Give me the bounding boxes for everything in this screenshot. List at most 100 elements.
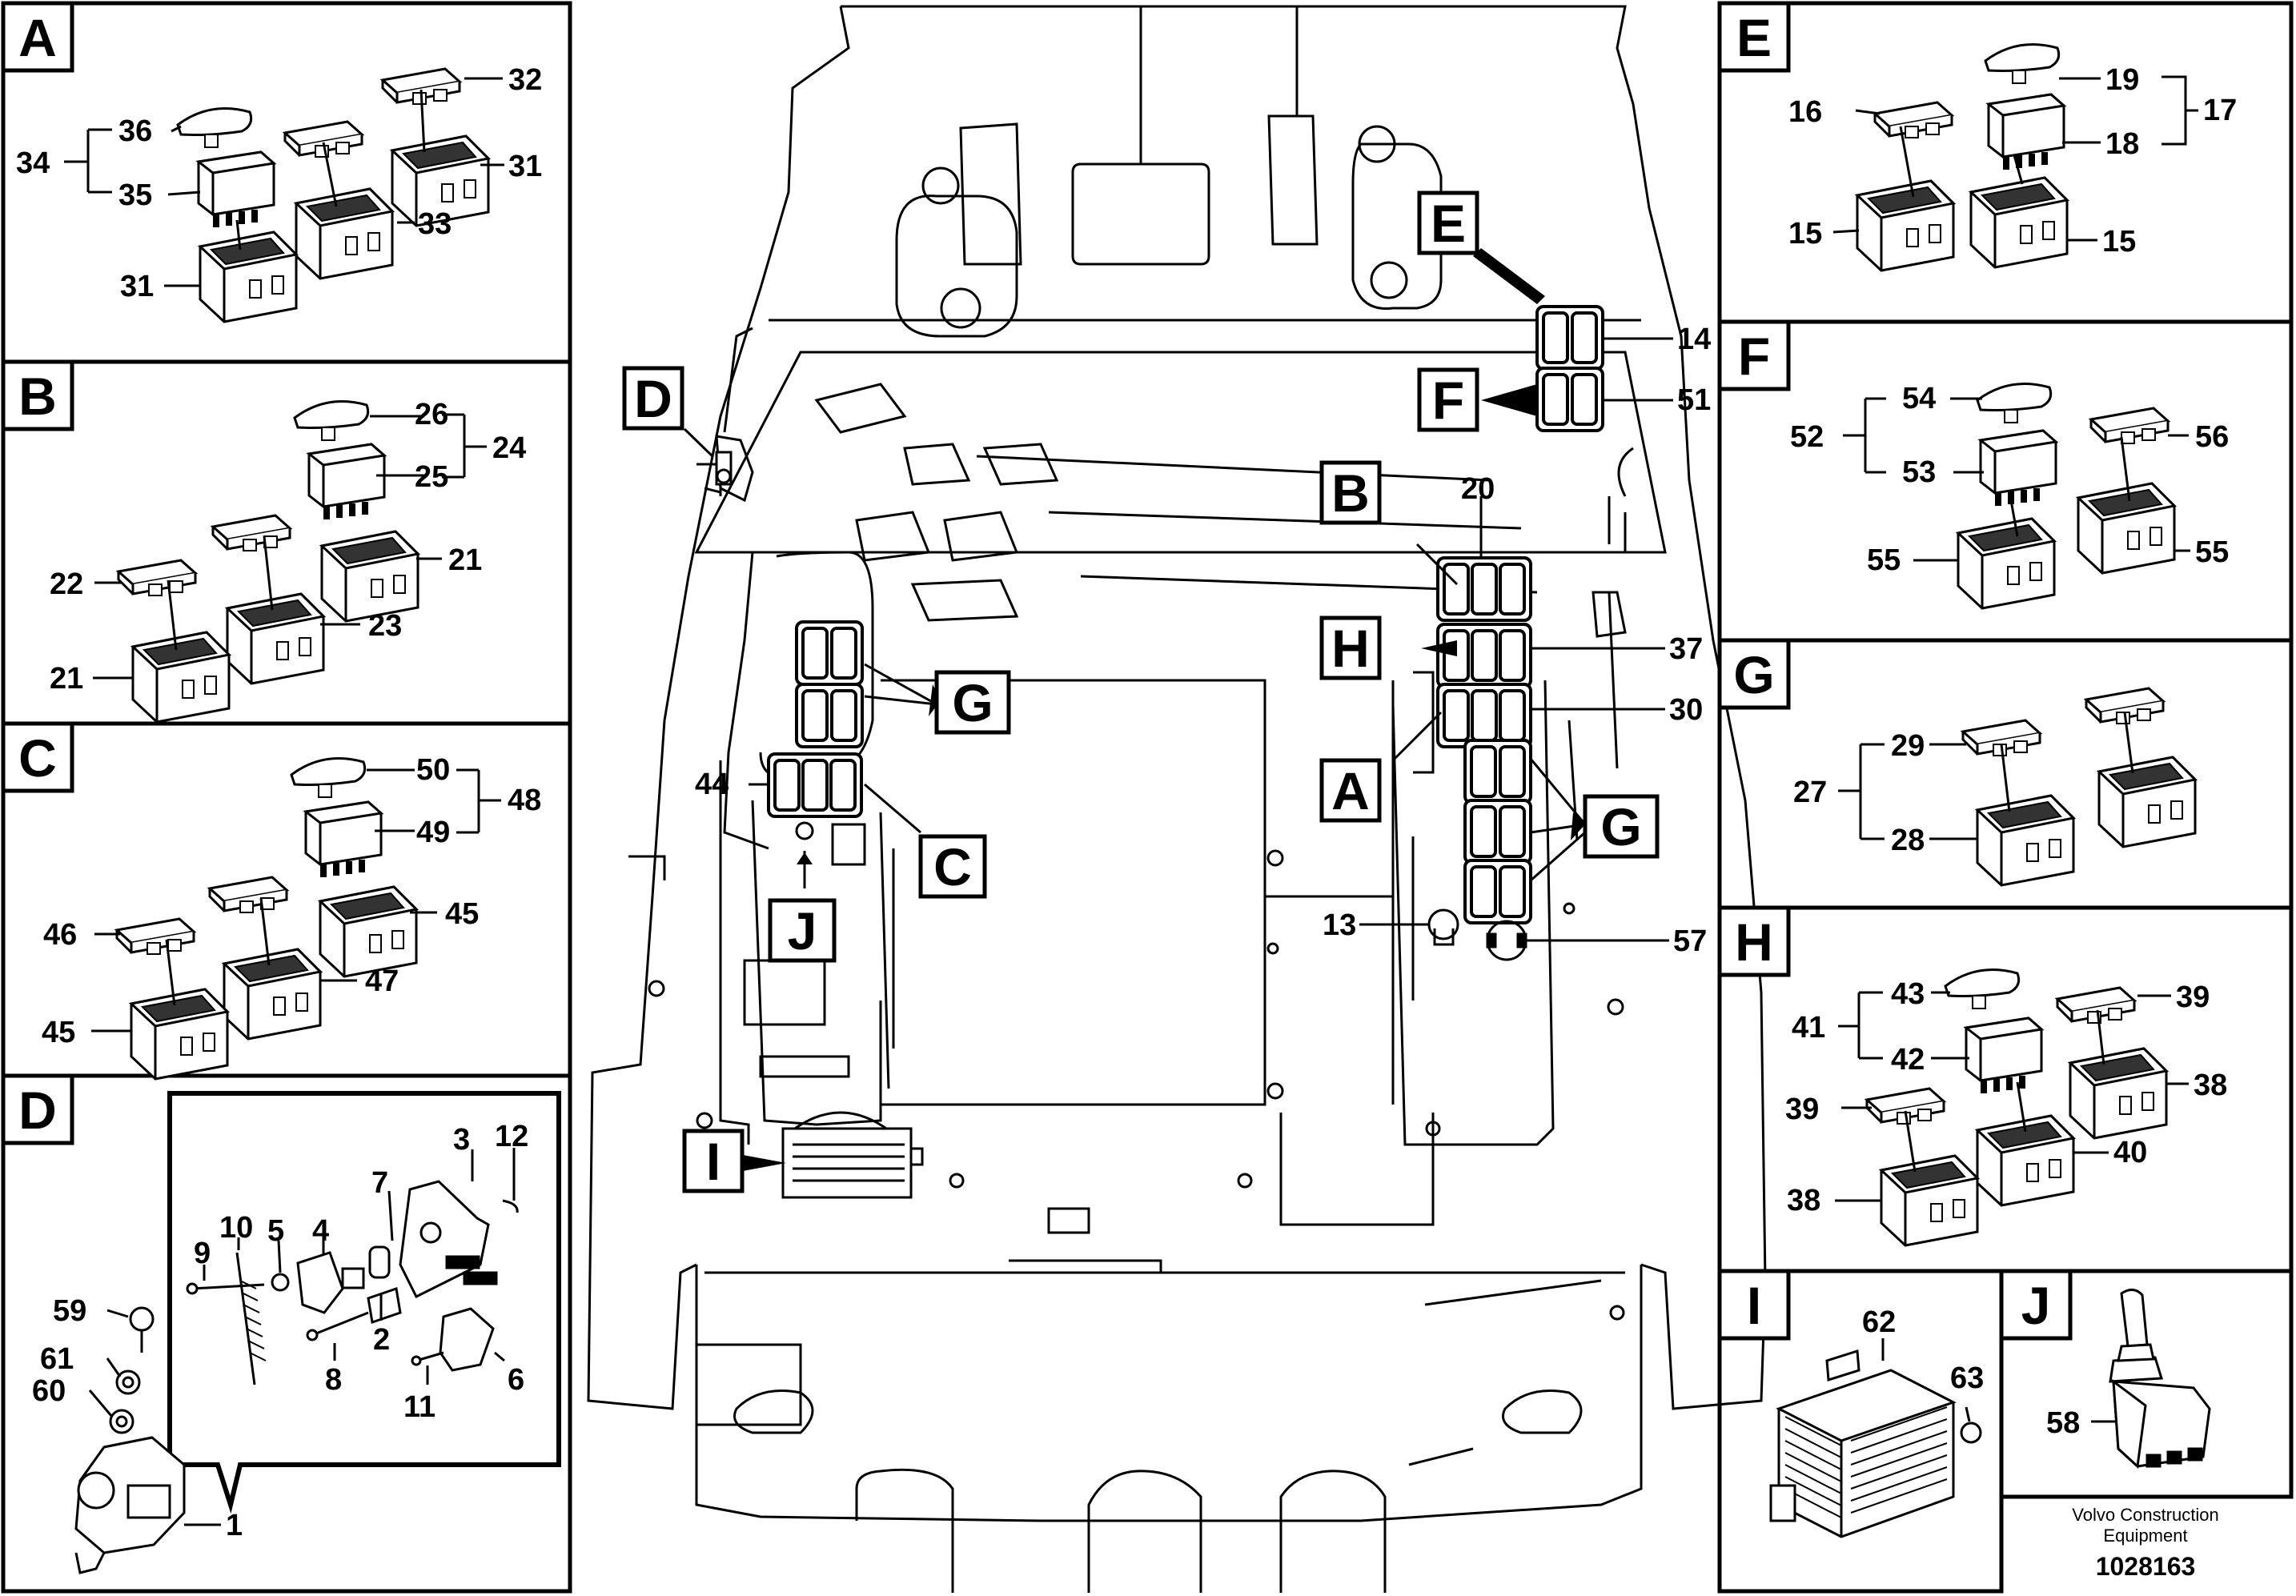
- panel-b-content: 26 24 25 22 21 23 21: [50, 398, 526, 724]
- letter-g-main-right: G: [1600, 797, 1641, 856]
- letter-i-main: I: [706, 1132, 721, 1191]
- main-callout-arrows: [743, 248, 1585, 1171]
- panel-letter-tabs: [1, 1, 2073, 1341]
- label-38-h-left: 38: [1787, 1184, 1820, 1217]
- label-4: 4: [312, 1214, 329, 1248]
- label-35: 35: [118, 178, 152, 212]
- main-switch-arrays: [715, 305, 1604, 1199]
- label-63: 63: [1950, 1361, 1984, 1395]
- label-55-f-right: 55: [2195, 535, 2229, 569]
- label-23: 23: [368, 609, 402, 643]
- label-54: 54: [1902, 382, 1936, 415]
- letter-h-main: H: [1331, 619, 1370, 678]
- label-38-h-right: 38: [2194, 1069, 2227, 1102]
- label-60: 60: [32, 1374, 66, 1408]
- panel-c-letter: C: [18, 728, 57, 788]
- label-19: 19: [2105, 63, 2139, 97]
- label-62: 62: [1862, 1305, 1896, 1339]
- label-20: 20: [1461, 472, 1495, 506]
- panel-c-content: 50 48 49 46 45 47 45: [42, 753, 541, 1081]
- panel-g-content: 29 27 28: [1793, 687, 2197, 887]
- letter-e-main: E: [1431, 194, 1466, 253]
- label-24: 24: [492, 431, 526, 465]
- label-36: 36: [118, 114, 152, 148]
- label-58: 58: [2046, 1406, 2080, 1440]
- panel-d-content: 3 12 7 4 5 10 9 2 8 11 6 59 61 60 1: [32, 1091, 561, 1574]
- label-32: 32: [508, 63, 542, 97]
- label-8: 8: [325, 1363, 342, 1397]
- panel-i-letter: I: [1747, 1276, 1761, 1335]
- main-number-labels: 14 51 20 37 30 44 13 57: [695, 323, 1711, 958]
- main-callout-lines: [683, 337, 1673, 942]
- panel-e-letter: E: [1736, 8, 1772, 67]
- label-31-a-upper: 31: [508, 150, 542, 183]
- label-18: 18: [2105, 127, 2139, 161]
- label-57: 57: [1673, 924, 1707, 958]
- label-34: 34: [16, 146, 50, 180]
- letter-f-main: F: [1432, 371, 1464, 430]
- label-16: 16: [1788, 95, 1822, 129]
- label-29: 29: [1891, 729, 1925, 763]
- label-42: 42: [1891, 1043, 1925, 1077]
- label-22: 22: [50, 567, 83, 601]
- panel-e-content: 19 17 16 18 15 15: [1788, 43, 2237, 272]
- panel-g-letter: G: [1733, 645, 1774, 704]
- label-28: 28: [1891, 824, 1925, 857]
- label-15-e-left: 15: [1788, 217, 1822, 251]
- main-letter-texts: E F D B H A G G C J I: [634, 194, 1642, 1191]
- label-61: 61: [40, 1342, 74, 1376]
- label-44: 44: [695, 768, 729, 801]
- letter-a-main: A: [1331, 761, 1370, 820]
- label-13: 13: [1323, 908, 1356, 942]
- label-43: 43: [1891, 977, 1925, 1011]
- label-12: 12: [495, 1120, 528, 1153]
- label-39-h-right: 39: [2176, 980, 2210, 1014]
- panel-i-content: 62 63: [1769, 1305, 1984, 1538]
- panel-j-letter: J: [2021, 1276, 2051, 1335]
- panel-h-content: 43 39 41 42 38 39 40 38: [1785, 968, 2227, 1247]
- panel-b-letter: B: [18, 367, 57, 426]
- label-17: 17: [2203, 94, 2237, 127]
- label-37: 37: [1669, 632, 1703, 666]
- label-21-b-upper: 21: [448, 543, 482, 577]
- label-2: 2: [373, 1323, 390, 1357]
- letter-c-main: C: [933, 837, 972, 896]
- label-52: 52: [1790, 420, 1824, 454]
- label-40: 40: [2113, 1136, 2147, 1169]
- drawing-number: 1028163: [2096, 1552, 2196, 1581]
- label-53: 53: [1902, 455, 1936, 489]
- label-50: 50: [416, 753, 450, 787]
- label-56: 56: [2195, 420, 2229, 454]
- label-26: 26: [415, 398, 448, 431]
- label-6: 6: [508, 1363, 524, 1397]
- panel-f-content: 54 56 52 53 55 55: [1790, 382, 2229, 610]
- label-39-h-left: 39: [1785, 1093, 1819, 1126]
- label-7: 7: [371, 1166, 388, 1200]
- label-11: 11: [403, 1390, 436, 1424]
- panel-a-content: 32 36 34 35 31 33 31: [16, 63, 542, 323]
- label-14: 14: [1677, 323, 1711, 356]
- footer: Volvo Construction Equipment 1028163: [2072, 1505, 2218, 1581]
- panel-d-letter: D: [18, 1081, 57, 1140]
- label-25: 25: [415, 460, 448, 494]
- label-45-c-upper: 45: [445, 897, 479, 931]
- panel-a-letter: A: [18, 8, 57, 67]
- label-1: 1: [226, 1509, 243, 1542]
- label-47: 47: [365, 964, 399, 998]
- company-line-1: Volvo Construction: [2072, 1505, 2218, 1525]
- letter-j-main: J: [788, 901, 817, 960]
- label-5: 5: [267, 1214, 284, 1248]
- letter-d-main: D: [634, 369, 672, 428]
- label-46: 46: [43, 918, 77, 952]
- main-letter-boxes: [622, 190, 1660, 1193]
- company-line-2: Equipment: [2103, 1526, 2187, 1546]
- letter-g-main-left: G: [952, 673, 993, 732]
- label-33: 33: [418, 207, 452, 241]
- panel-f-letter: F: [1738, 327, 1770, 386]
- label-3: 3: [453, 1123, 470, 1157]
- label-55-f-left: 55: [1867, 543, 1901, 577]
- main-cab-view: [587, 5, 1767, 1593]
- label-27: 27: [1793, 776, 1827, 809]
- panel-h-letter: H: [1735, 912, 1773, 972]
